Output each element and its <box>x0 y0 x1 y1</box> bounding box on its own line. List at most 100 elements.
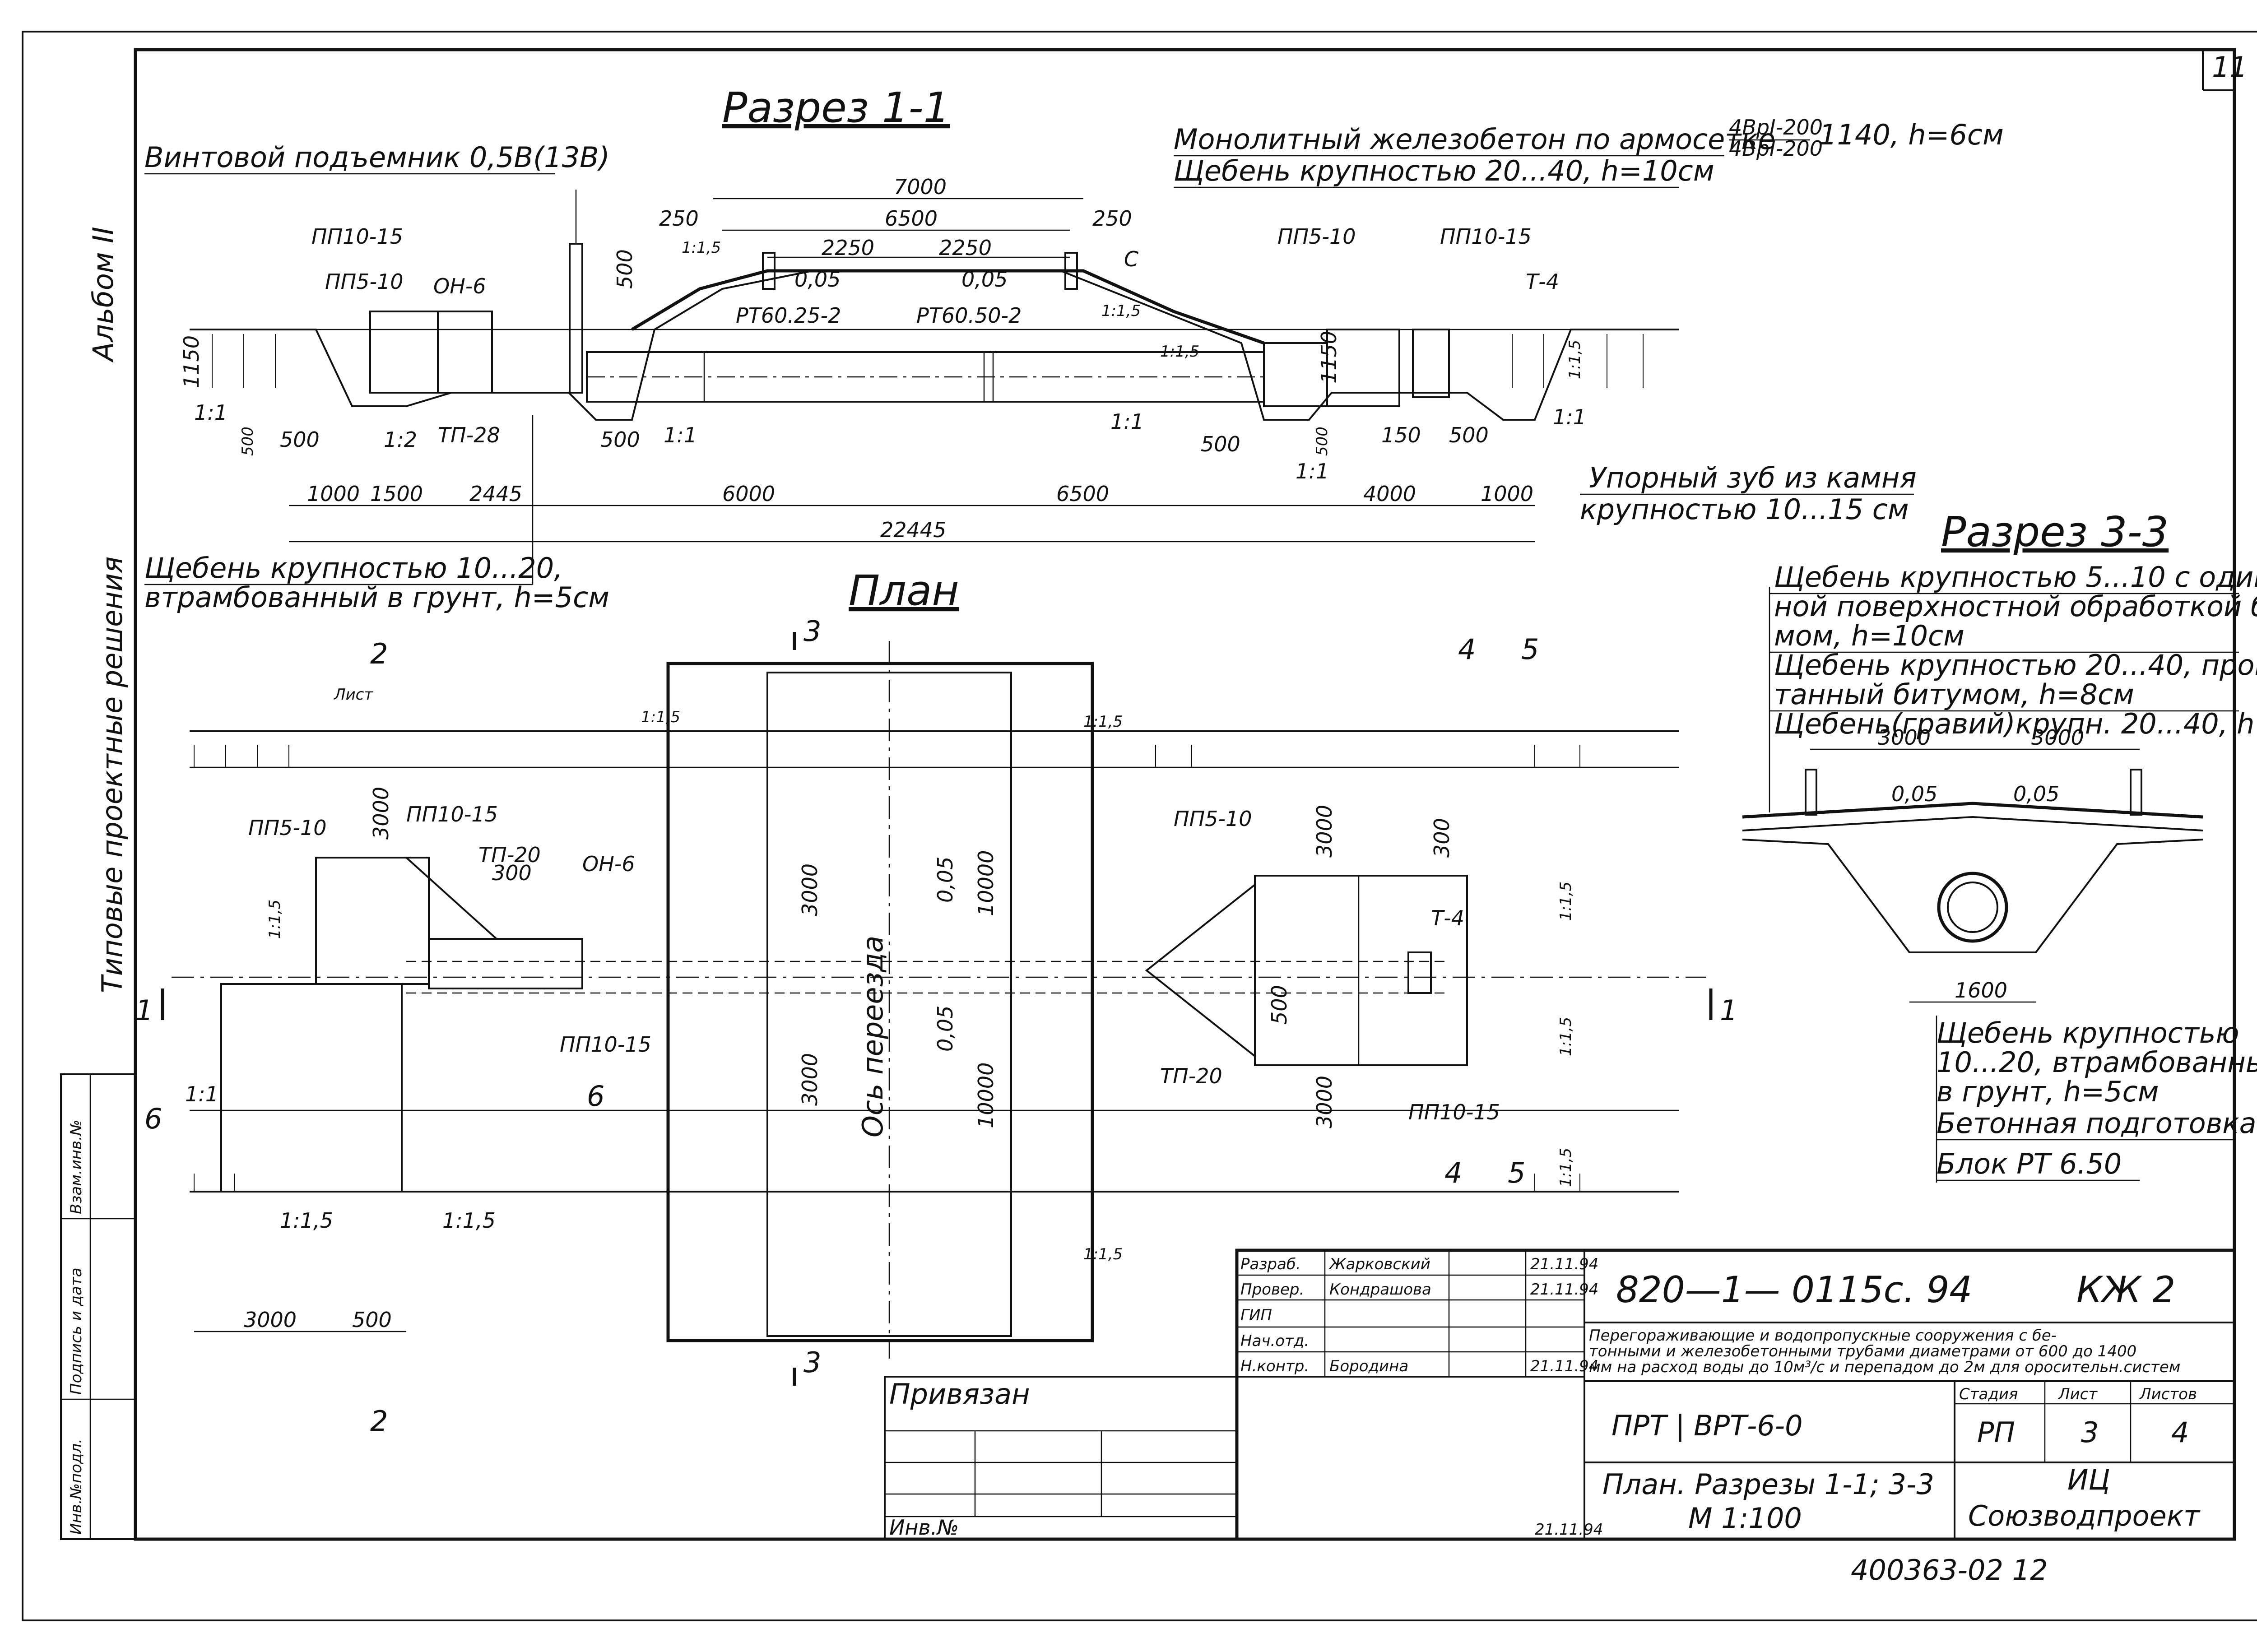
plan-dim-10000-b: 10000 <box>974 1063 998 1128</box>
s33-l8: 10...20, втрамбованный <box>1937 1046 2257 1079</box>
cut-5-top: 5 <box>1521 633 1539 666</box>
cut-5-bottom: 5 <box>1508 1156 1525 1189</box>
dim-2445: 2445 <box>469 482 522 506</box>
cut-1-left: 1 <box>135 994 153 1027</box>
tb-sheets: 4 <box>2171 1416 2189 1449</box>
plan-label-on6: ОН-6 <box>582 852 635 876</box>
dim-500-d: 500 <box>239 427 257 456</box>
tb-org-1: ИЦ <box>2067 1463 2110 1496</box>
margin-stamp <box>60 1073 136 1540</box>
plan-pp10-15-left <box>315 857 430 985</box>
plan-dim-3000-f: 3000 <box>244 1308 297 1332</box>
tb-sheet: 3 <box>2081 1416 2099 1449</box>
label-pp10-15-left: ПП10-15 <box>311 224 403 249</box>
plan-right-wing <box>1145 882 1256 1058</box>
slope-1-1-5-d: 1:1,5 <box>1566 340 1584 379</box>
s33-pipe <box>1937 872 2008 943</box>
tb-org-2: Союзводпроект <box>1968 1499 2201 1532</box>
plan-label-pp10-15-bottom: ПП10-15 <box>560 1032 651 1057</box>
tb-role-1: Провер. <box>1240 1281 1304 1299</box>
slope-1-1-c: 1:1 <box>1110 409 1144 434</box>
plan-slope-1-1-5-b: 1:1,5 <box>280 1208 333 1233</box>
section-1-1-title: Разрез 1-1 <box>722 84 950 132</box>
plan-pipe-head <box>428 938 583 989</box>
plan-slope-1-1-5-d: 1:1,5 <box>641 708 680 726</box>
s33-l9: в грунт, h=5см <box>1937 1075 2159 1108</box>
label-mesh-top: 4ВрI-200 <box>1729 115 1823 139</box>
dim-1150-right: 1150 <box>1317 331 1341 384</box>
title-block: Разраб. Провер. ГИП Нач.отд. Н.контр. Жа… <box>884 1248 2236 1541</box>
plan-dim-500-b: 500 <box>352 1308 392 1332</box>
tb-stage: РП <box>1977 1416 2015 1449</box>
plan-dim-10000-a: 10000 <box>974 850 998 916</box>
cut-1-right: 1 <box>1720 994 1737 1027</box>
dim-1500: 1500 <box>370 482 423 506</box>
s33-slope-left: 0,05 <box>1891 782 1937 806</box>
plan-dim-3000-a: 3000 <box>798 863 822 916</box>
s33-dim-3000-a: 3000 <box>1878 725 1931 750</box>
label-pp5-10-right: ПП5-10 <box>1277 224 1356 249</box>
plan-slope-1-1-5-f: 1:1,5 <box>1557 882 1575 921</box>
s33-l4: Щебень крупностью 20...40, пропи- <box>1774 649 2257 682</box>
tb-date-1: 21.11.94 <box>1530 1281 1598 1299</box>
tb-role-4: Н.контр. <box>1240 1357 1309 1375</box>
tb-sheets-h: Листов <box>2139 1385 2197 1403</box>
plan-label-pp5-10-right: ПП5-10 <box>1174 807 1252 831</box>
label-gravel-bottom-1: Щебень крупностью 10...20, <box>144 552 563 585</box>
tb-name-0: Жарковский <box>1328 1255 1430 1273</box>
plan-slope-1-1-5-h: 1:1,5 <box>1557 1148 1575 1187</box>
tb-role-3: Нач.отд. <box>1240 1332 1309 1350</box>
album-label: Альбом II <box>87 227 120 363</box>
dim-2250-b: 2250 <box>939 236 992 260</box>
label-t4: Т-4 <box>1526 269 1559 294</box>
dim-7000: 7000 <box>894 175 947 199</box>
plan-label-tp20-left: ТП-20 <box>478 843 541 867</box>
series-label: Типовые проектные решения <box>96 557 129 993</box>
dim-6500: 6500 <box>885 206 938 231</box>
cut-6-b: 6 <box>144 1102 162 1135</box>
tb-inv-date: 21.11.94 <box>1535 1521 1603 1539</box>
sheet-number: 11 <box>2212 51 2248 84</box>
tb-name-1: Кондрашова <box>1329 1281 1431 1299</box>
cut-3-bottom: 3 <box>803 1346 821 1379</box>
tb-stage-h: Стадия <box>1959 1385 2018 1403</box>
label-monolith: Монолитный железобетон по армосетке <box>1174 123 1775 156</box>
label-pp10-15-right: ПП10-15 <box>1440 224 1532 249</box>
plan-dim-500: 500 <box>1267 985 1291 1025</box>
s33-dim-3000-b: 3000 <box>2031 725 2084 750</box>
outer-frame <box>22 31 2257 1621</box>
tb-privyazan: Привязан <box>889 1378 1030 1411</box>
s33-l11: Блок РТ 6.50 <box>1937 1147 2122 1180</box>
dim-500-b: 500 <box>600 427 640 452</box>
dim-6500-b: 6500 <box>1056 482 1109 506</box>
s33-trench <box>1742 839 2203 953</box>
tb-date-4: 21.11.94 <box>1530 1357 1598 1375</box>
tb-type: ПРТ | ВРТ-6-0 <box>1611 1409 1803 1443</box>
plan-slope-1-1-5-g: 1:1,5 <box>1557 1017 1575 1056</box>
tb-inv: Инв.№ <box>889 1515 959 1540</box>
dim-500-a: 500 <box>280 427 320 452</box>
stamp-inv: Инв.№подл. <box>67 1439 85 1535</box>
tb-code: 820—1— 0115с. 94 <box>1616 1269 1972 1311</box>
stamp-sign: Подпись и дата <box>67 1267 85 1395</box>
block-t4 <box>1412 329 1450 398</box>
s33-l10: Бетонная подготовка <box>1937 1107 2257 1140</box>
slope-1-1-a: 1:1 <box>194 400 228 425</box>
plan-label-t4: Т-4 <box>1431 906 1464 930</box>
plan-slope-1-1-5-c: 1:1,5 <box>442 1208 496 1233</box>
label-mesh-tail: 1140, h=6см <box>1819 118 2004 151</box>
plan-label-tp20-right: ТП-20 <box>1160 1064 1222 1088</box>
dim-500-f: 500 <box>1313 427 1331 456</box>
slope-left: 0,05 <box>794 267 841 292</box>
slope-1-1-b: 1:1 <box>664 423 697 447</box>
label-screw-lift: Винтовой подъемник 0,5В(13В) <box>144 141 610 174</box>
dim-500-e: 500 <box>1449 423 1489 447</box>
dim-500-v: 500 <box>613 249 637 289</box>
cut-4-bottom: 4 <box>1444 1156 1462 1189</box>
dim-6000: 6000 <box>722 482 775 506</box>
cut-3-top: 3 <box>803 615 821 648</box>
cut-4-top: 4 <box>1458 633 1476 666</box>
plan-slope-a: 0,05 <box>933 857 957 903</box>
label-gravel-bottom-2: втрамбованный в грунт, h=5см <box>144 581 609 614</box>
tb-desc-1: Перегораживающие и водопропускные сооруж… <box>1589 1327 2057 1345</box>
